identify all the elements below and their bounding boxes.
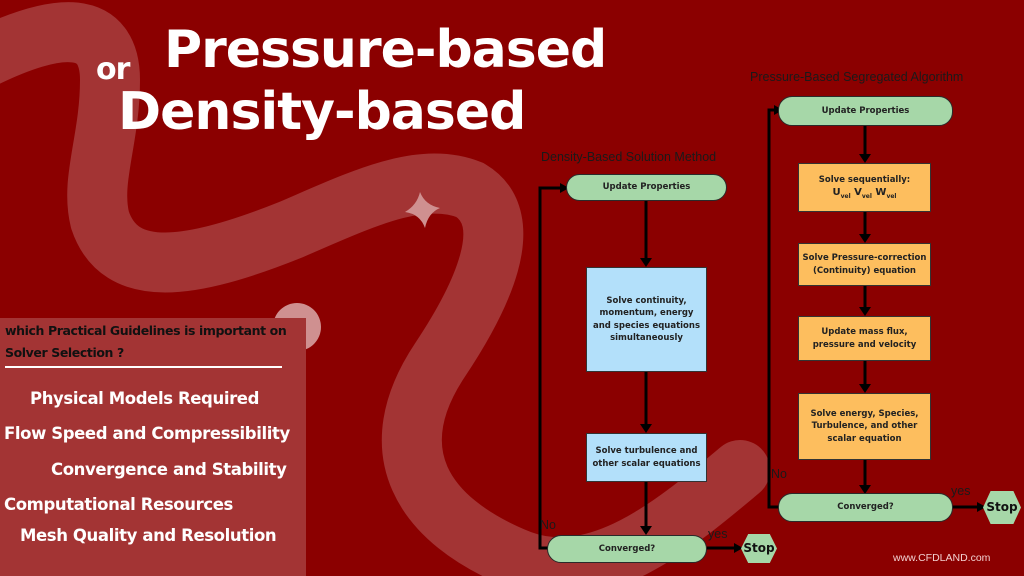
node-label: Stop <box>986 499 1018 514</box>
pressure-solve-sequential-node: Solve sequentially: Uvel Vvel Wvel <box>798 163 931 212</box>
sparkle-decoration <box>405 192 440 228</box>
pressure-update-mass-flux-node: Update mass flux, pressure and velocity <box>798 316 931 361</box>
guidelines-divider <box>5 366 282 368</box>
guideline-item: Flow Speed and Compressibility <box>4 424 290 443</box>
title-density-based: Density-based <box>118 82 526 142</box>
guidelines-question: which Practical Guidelines is important … <box>5 323 287 360</box>
density-solve-turbulence-node: Solve turbulence and other scalar equati… <box>586 433 707 482</box>
density-converged-node: Converged? <box>547 535 707 563</box>
density-flow-arrowheads <box>560 183 743 553</box>
density-update-properties-node: Update Properties <box>566 174 727 201</box>
density-flow-connectors <box>538 186 737 550</box>
title-pressure-based: Pressure-based <box>164 20 607 80</box>
pressure-update-properties-node: Update Properties <box>778 96 953 126</box>
velocity-component-w: Wvel <box>875 186 897 200</box>
pressure-solve-energy-node: Solve energy, Species, Turbulence, and o… <box>798 393 931 460</box>
node-label: Solve sequentially: <box>818 174 911 185</box>
node-label: Update Properties <box>821 105 910 116</box>
density-no-label: No <box>540 518 556 532</box>
pressure-flow-connectors <box>767 108 980 509</box>
guideline-item: Convergence and Stability <box>51 460 287 479</box>
node-label: Solve Pressure-correction (Continuity) e… <box>802 253 927 276</box>
node-label: Solve turbulence and other scalar equati… <box>592 446 701 469</box>
velocity-component-v: Vvel <box>854 186 872 200</box>
guideline-item: Mesh Quality and Resolution <box>20 526 277 545</box>
node-label: Converged? <box>837 502 894 513</box>
pressure-no-label: No <box>771 467 787 481</box>
pressure-yes-label: yes <box>951 484 971 498</box>
pressure-correction-node: Solve Pressure-correction (Continuity) e… <box>798 243 931 286</box>
density-flow-title: Density-Based Solution Method <box>541 150 717 164</box>
node-label: Solve energy, Species, Turbulence, and o… <box>810 409 919 444</box>
node-label: Update Properties <box>602 182 691 193</box>
node-label: Solve continuity, momentum, energy and s… <box>592 295 701 343</box>
guidelines-panel <box>0 318 306 576</box>
node-label: Converged? <box>598 543 656 554</box>
website-link[interactable]: www.CFDLAND.com <box>893 552 991 564</box>
velocity-component-u: Uvel <box>832 186 851 200</box>
pressure-converged-node: Converged? <box>778 493 953 522</box>
pressure-flow-arrowheads <box>774 105 986 512</box>
title-or: or <box>96 52 130 87</box>
guideline-item: Computational Resources <box>4 495 233 514</box>
velocity-components: Uvel Vvel Wvel <box>832 186 896 202</box>
node-label: Stop <box>743 540 775 555</box>
density-yes-label: yes <box>708 527 728 541</box>
pressure-flow-title: Pressure-Based Segregated Algorithm <box>750 70 964 84</box>
guideline-item: Physical Models Required <box>30 389 260 408</box>
node-label: Update mass flux, pressure and velocity <box>812 327 917 350</box>
density-solve-coupled-node: Solve continuity, momentum, energy and s… <box>586 267 707 372</box>
wavy-ribbon-decoration <box>0 2 770 576</box>
density-stop-node: Stop <box>741 534 777 563</box>
pressure-stop-node: Stop <box>983 491 1021 524</box>
